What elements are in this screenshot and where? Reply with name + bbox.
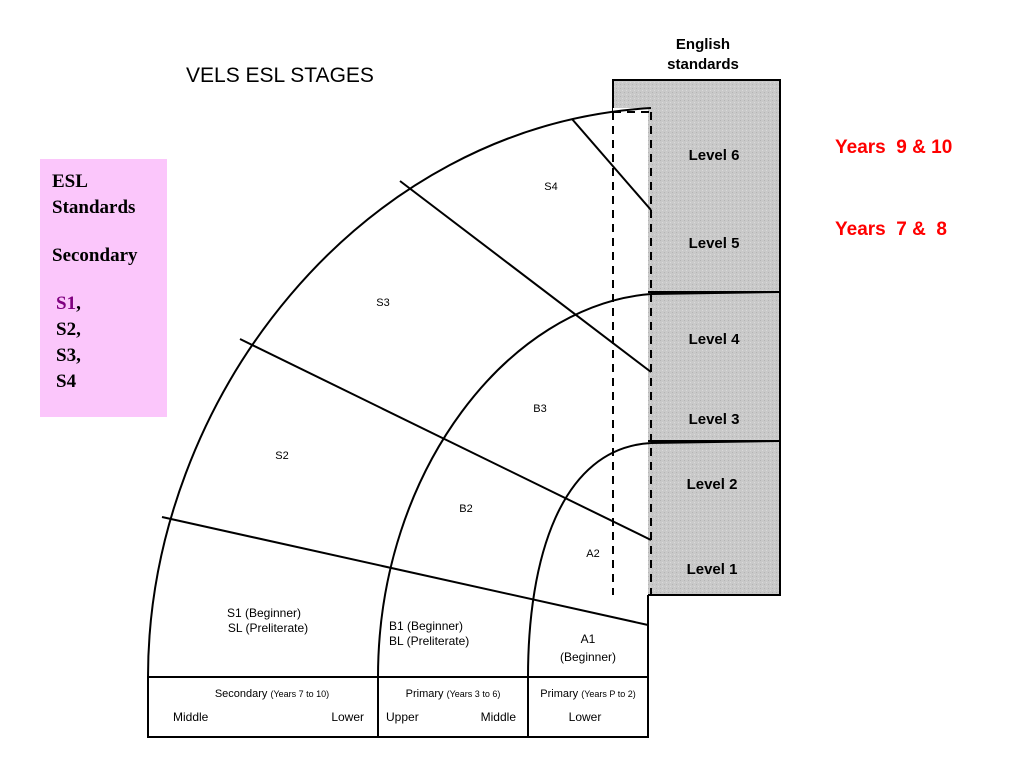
divider-s3-s4 — [399, 180, 652, 373]
spacer — [52, 269, 167, 291]
middle-arc — [377, 293, 652, 678]
level-4: Level 4 — [689, 331, 741, 348]
table-primary-mid-right: Middle — [481, 710, 517, 724]
table-primary-low-bottom: Lower — [569, 710, 602, 724]
esl-stage-s2: S2, — [52, 317, 167, 343]
region-s4: S4 — [544, 181, 557, 193]
region-b3: B3 — [533, 403, 546, 415]
table-primary-mid-years: (Years 3 to 6) — [447, 689, 501, 699]
region-s1-line2: SL (Preliterate) — [228, 621, 308, 635]
level-1: Level 1 — [687, 561, 738, 578]
divider-s4-top — [571, 118, 652, 211]
table-primary-mid-left: Upper — [386, 710, 419, 724]
table-secondary-heading: Secondary (Years 7 to 10) — [215, 688, 329, 700]
esl-stage-label: S3 — [56, 345, 77, 366]
region-b2: B2 — [459, 503, 472, 515]
esl-stage-sep: , — [76, 319, 81, 340]
region-a2: A2 — [586, 548, 599, 560]
esl-stage-s1: S1, — [52, 291, 167, 317]
level-6: Level 6 — [689, 147, 740, 164]
esl-stage-label: S2 — [56, 319, 77, 340]
region-a1-line1: A1 — [581, 632, 596, 646]
esl-heading-line2: Standards — [52, 197, 136, 218]
table-secondary-left: Middle — [173, 710, 209, 724]
english-standards-header-line1: English — [676, 36, 730, 53]
level-2: Level 2 — [687, 476, 738, 493]
level-3: Level 3 — [689, 411, 740, 428]
table-secondary-right: Lower — [331, 710, 364, 724]
bottom-table — [147, 676, 649, 738]
esl-heading-line1: ESL — [52, 171, 88, 192]
esl-stage-s4: S4 — [52, 369, 167, 395]
table-primary-low-label: Primary — [540, 688, 578, 700]
divider-s2-s3 — [239, 338, 652, 541]
esl-stage-sep: , — [76, 345, 81, 366]
page-title: VELS ESL STAGES — [186, 64, 374, 87]
esl-stage-sep: , — [76, 293, 81, 314]
region-s3: S3 — [376, 297, 389, 309]
table-primary-mid-heading: Primary (Years 3 to 6) — [406, 688, 501, 700]
region-a1-line2: (Beginner) — [560, 650, 616, 664]
years-9-10-label: Years 9 & 10 — [835, 137, 953, 158]
esl-subheading: Secondary — [52, 245, 138, 266]
esl-standards-box: ESL Standards Secondary S1, S2, S3, S4 — [40, 159, 167, 417]
table-primary-low-heading: Primary (Years P to 2) — [540, 688, 636, 700]
region-s1-line1: S1 (Beginner) — [227, 606, 301, 620]
esl-stage-label: S1 — [56, 293, 77, 314]
fan-background — [148, 108, 648, 677]
middle-arc-ext — [650, 291, 781, 295]
esl-stage-s3: S3, — [52, 343, 167, 369]
dashed-strip — [613, 108, 648, 595]
region-b1-line2: BL (Preliterate) — [389, 634, 469, 648]
divider-s1-s2 — [161, 516, 649, 626]
level-5: Level 5 — [689, 235, 740, 252]
table-primary-low-years: (Years P to 2) — [581, 689, 636, 699]
spacer — [52, 221, 167, 243]
esl-stage-label: S4 — [56, 371, 77, 392]
years-7-8-label: Years 7 & 8 — [835, 219, 947, 240]
region-b1-line1: B1 (Beginner) — [389, 619, 463, 633]
inner-arc-ext — [650, 440, 781, 444]
english-standards-header-line2: standards — [667, 56, 739, 73]
table-primary-mid-label: Primary — [406, 688, 444, 700]
region-s2: S2 — [275, 450, 288, 462]
outer-arc — [147, 107, 652, 678]
inner-arc — [527, 442, 652, 678]
table-secondary-label: Secondary — [215, 688, 268, 700]
table-secondary-years: (Years 7 to 10) — [270, 689, 329, 699]
